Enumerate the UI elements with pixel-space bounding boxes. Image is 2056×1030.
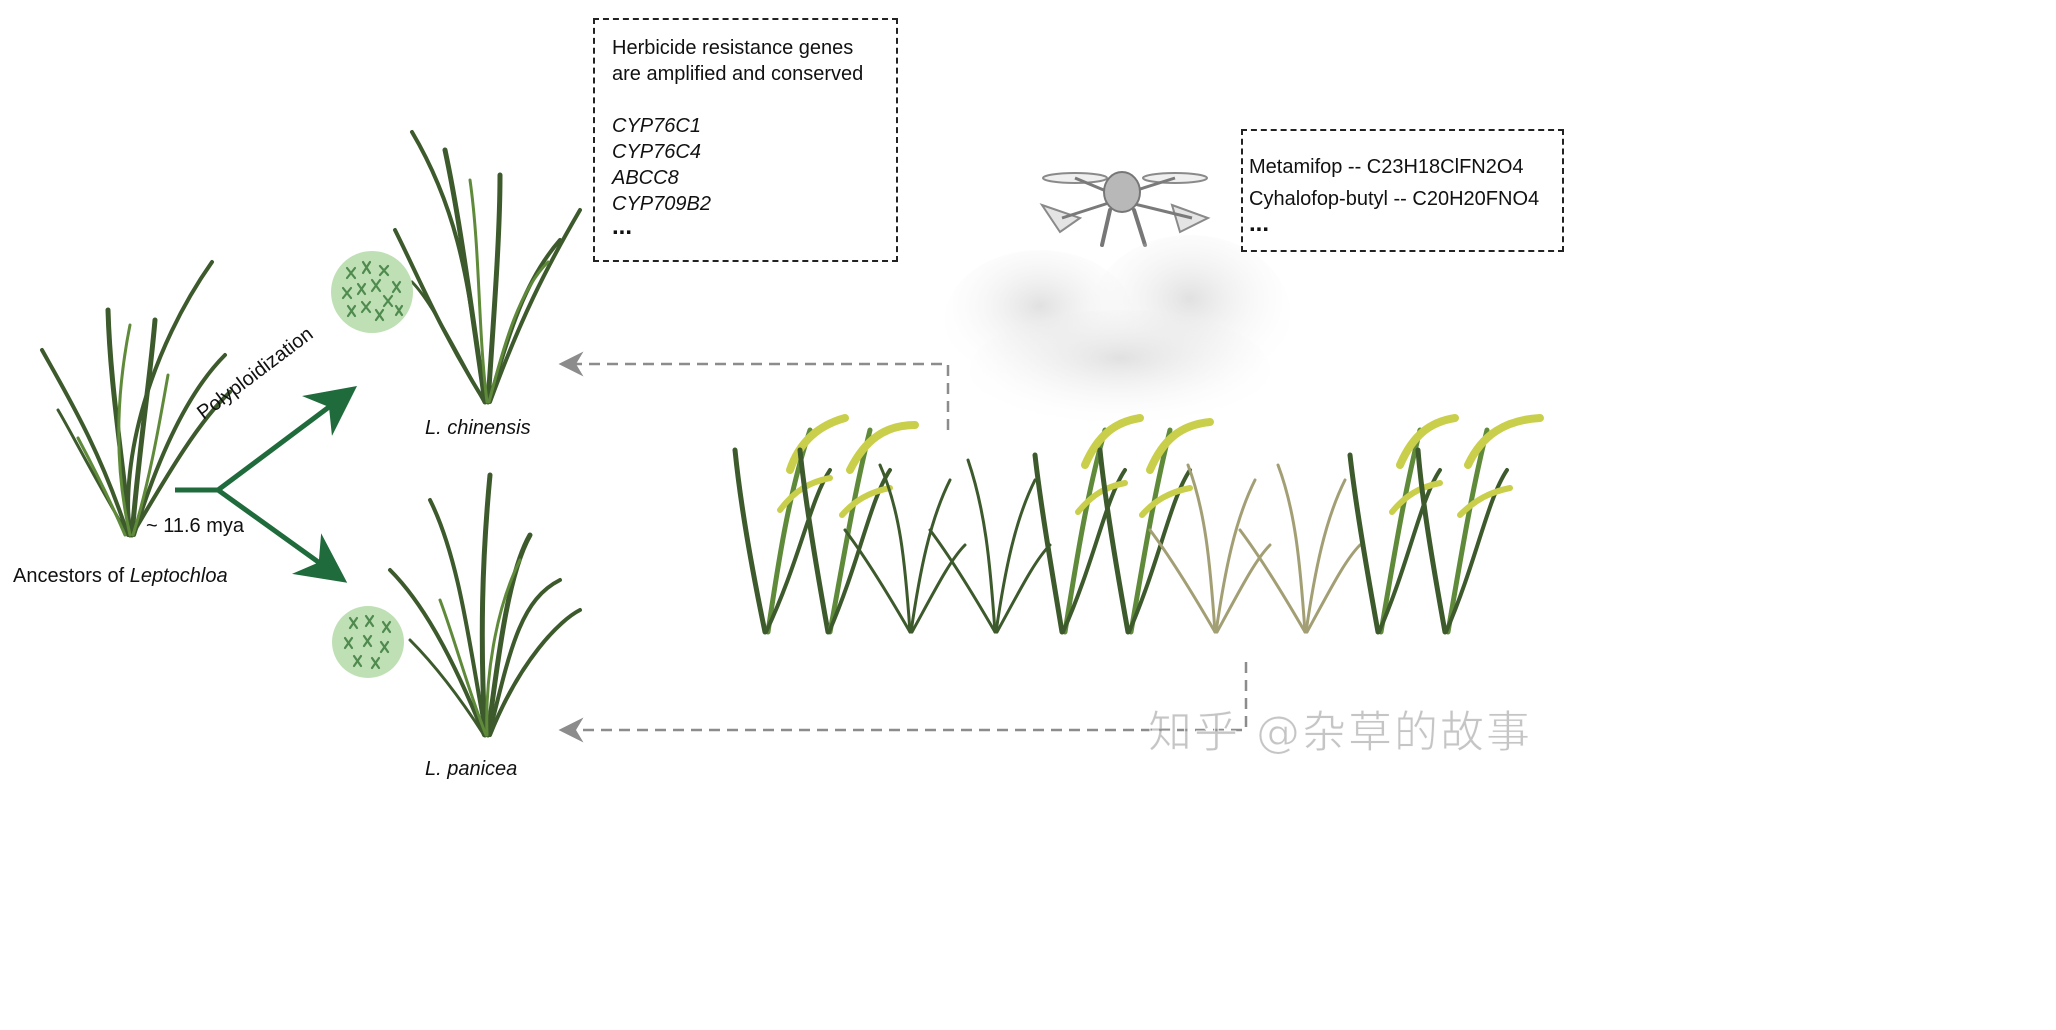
gene-item: CYP709B2: [612, 193, 711, 215]
dashed-arrows: [558, 351, 1248, 743]
spray-mist: [945, 235, 1290, 430]
l-chinensis-chromosome-circle-icon: [331, 251, 413, 333]
drone-icon: [1039, 171, 1211, 247]
rice-field: [732, 414, 1544, 635]
gene-item: ABCC8: [612, 167, 679, 189]
ancestor-label-genus: Leptochloa: [129, 565, 228, 587]
species-label-l-panicea: L. panicea: [425, 758, 518, 780]
herbicide-ellipsis: ...: [1249, 210, 1270, 237]
herbicide-item: Cyhalofop-butyl -- C20H20FNO4: [1249, 188, 1540, 210]
l-panicea-grass-icon: [388, 472, 582, 738]
herbicide-list-box: Metamifop -- C23H18ClFN2O4 Cyhalofop-but…: [1241, 129, 1564, 252]
species-label-l-chinensis: L. chinensis: [425, 417, 531, 439]
herbicide-item: Metamifop -- C23H18ClFN2O4: [1249, 156, 1524, 178]
gene-item: CYP76C4: [612, 141, 701, 163]
withered-weed-icon: [1238, 463, 1362, 634]
genes-heading-line-2: are amplified and conserved: [612, 63, 864, 85]
withered-weed-icon: [1148, 463, 1272, 634]
weed-plant-icon: [928, 458, 1052, 634]
herbicide-resistance-genes-box: Herbicide resistance genes are amplified…: [593, 18, 898, 262]
diagram-canvas: [40, 130, 1544, 743]
ancestor-label: Ancestors of Leptochloa: [13, 563, 228, 589]
rice-plant-icon: [1097, 418, 1214, 635]
rice-plant-icon: [1415, 414, 1544, 635]
weed-plant-icon: [843, 463, 967, 634]
divergence-age-label: ~ 11.6 mya: [146, 515, 245, 537]
ancestor-label-prefix: Ancestors of: [13, 565, 130, 587]
rice-plant-icon: [797, 421, 919, 635]
genes-heading-line-1: Herbicide resistance genes: [612, 37, 854, 59]
rice-plant-icon: [732, 414, 849, 635]
l-chinensis-grass-icon: [393, 130, 582, 405]
polyploidization-arrows: [175, 386, 358, 583]
ancestor-grass-icon: [40, 260, 232, 538]
gene-item: CYP76C1: [612, 115, 701, 137]
watermark-text: 知乎 @杂草的故事: [1148, 707, 1532, 759]
rice-plant-icon: [1032, 414, 1144, 635]
genes-ellipsis: ...: [612, 213, 633, 240]
rice-plant-icon: [1347, 414, 1459, 635]
l-panicea-chromosome-circle-icon: [332, 606, 404, 678]
